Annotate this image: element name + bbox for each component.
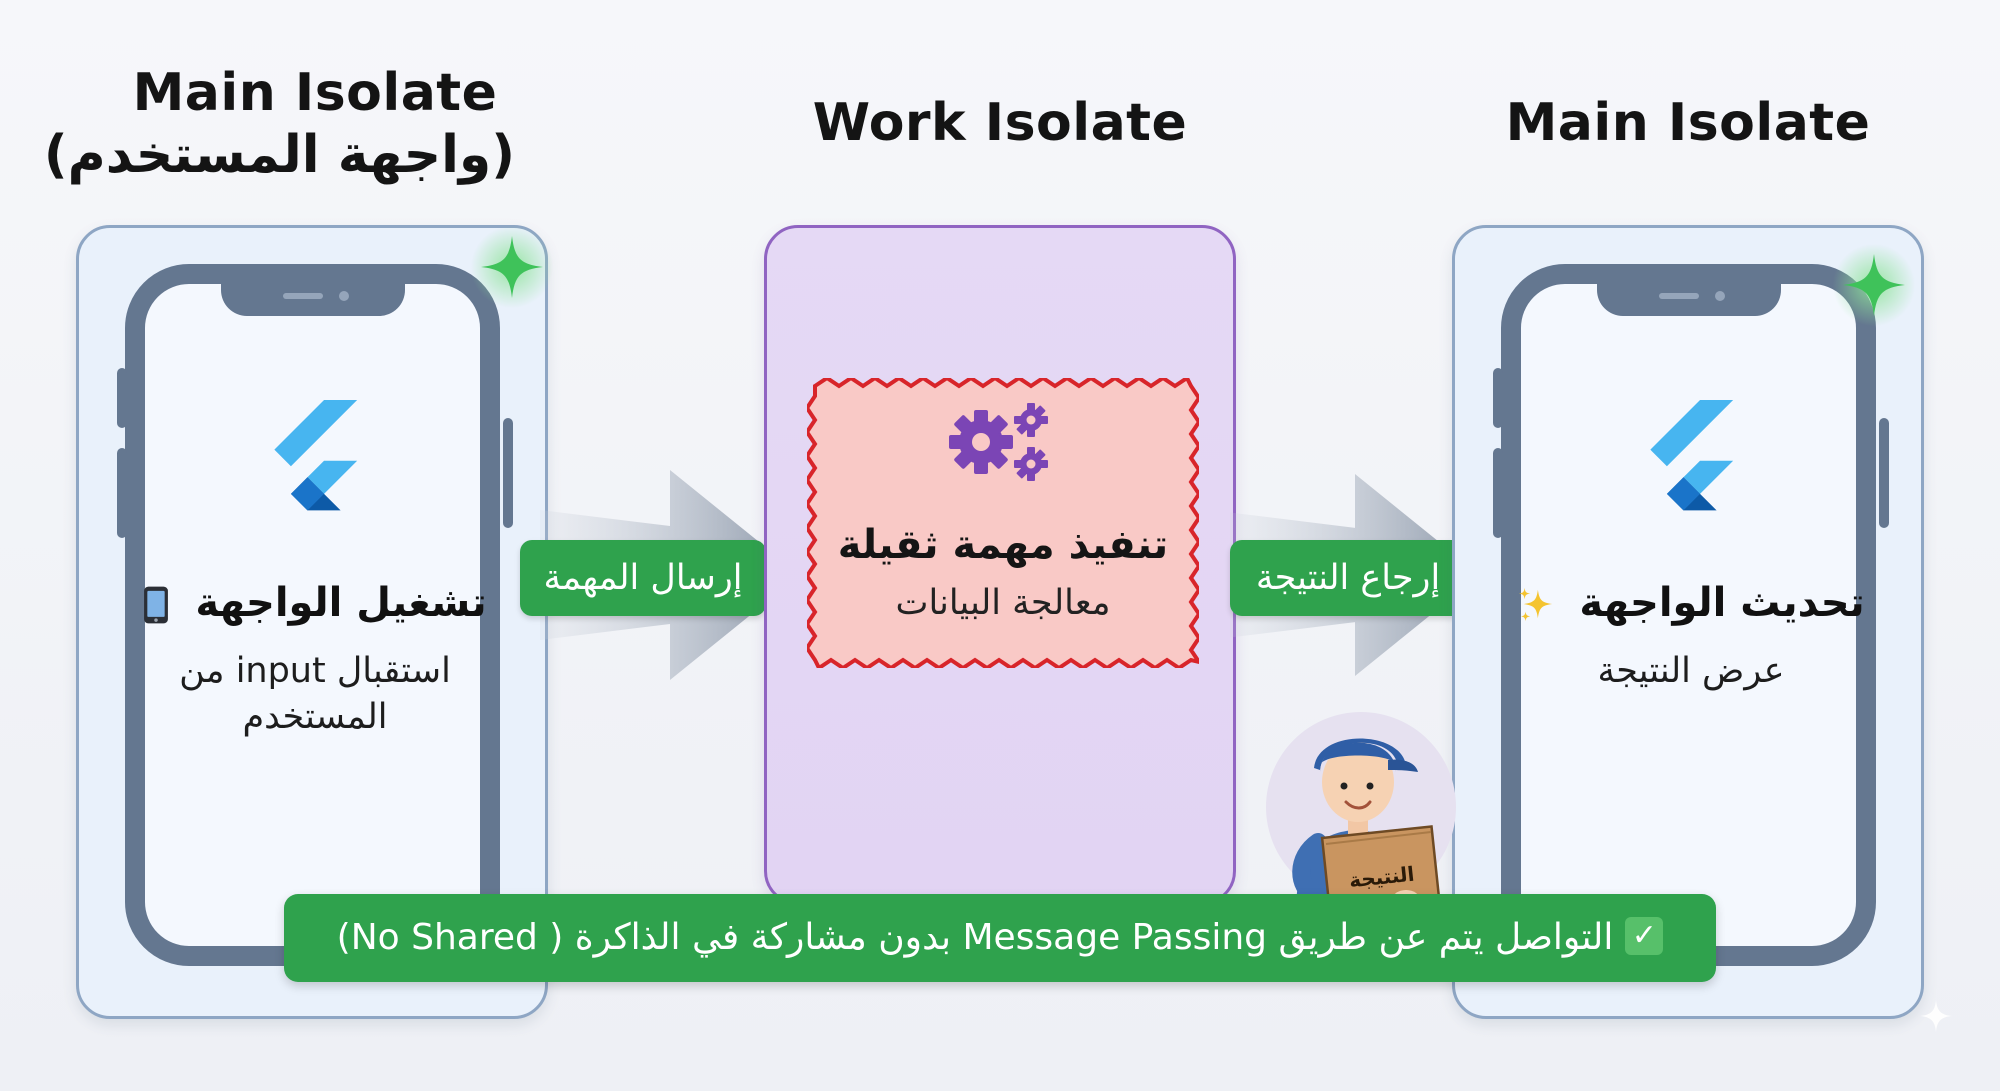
right-phone-title: تحديث الواجهة [1455, 578, 1927, 628]
phone-speaker [283, 293, 323, 299]
courier-delivery-illustration: النتيجة [1256, 682, 1456, 912]
right-phone-subtitle: عرض النتيجة [1539, 648, 1843, 694]
flutter-logo-icon [1633, 400, 1745, 538]
phone-camera [339, 291, 349, 301]
left-phone-title: تشغيل الواجهة [79, 578, 551, 628]
work-isolate-panel: تنفيذ مهمة ثقيلة معالجة البيانات [764, 225, 1236, 905]
work-task-title: تنفيذ مهمة ثقيلة [767, 520, 1239, 570]
phone-side-button [117, 448, 127, 538]
check-mark-icon: ✓ [1625, 917, 1663, 955]
sparkle-icon [469, 224, 555, 310]
phone-side-button [1493, 368, 1503, 428]
right-phone-title-text: تحديث الواجهة [1579, 580, 1864, 626]
phone-side-button [1879, 418, 1889, 528]
phone-side-button [117, 368, 127, 428]
left-title-line2: (واجهة المستخدم) [115, 124, 515, 186]
phone-notch [1597, 280, 1781, 316]
watermark-star-icon [1916, 996, 1956, 1036]
phone-speaker [1659, 293, 1699, 299]
phone-side-button [503, 418, 513, 528]
phone-notch [221, 280, 405, 316]
flutter-logo-icon [257, 400, 369, 538]
sparkle-icon [1831, 242, 1917, 328]
phone-camera [1715, 291, 1725, 301]
send-task-label: إرسال المهمة [520, 540, 766, 616]
sparkles-icon [1517, 586, 1555, 624]
center-column-title: Work Isolate [800, 92, 1200, 154]
right-column-title: Main Isolate [1488, 92, 1888, 154]
message-passing-banner: ✓ التواصل يتم عن طريق Message Passing بدو… [284, 894, 1716, 982]
left-phone-title-text: تشغيل الواجهة [195, 580, 486, 626]
mobile-phone-icon [143, 585, 169, 625]
work-task-subtitle: معالجة البيانات [767, 580, 1239, 626]
phone-side-button [1493, 448, 1503, 538]
left-title-line1: Main Isolate [115, 62, 515, 124]
left-column-title: Main Isolate (واجهة المستخدم) [115, 62, 515, 186]
return-result-label: إرجاع النتيجة [1230, 540, 1466, 616]
banner-text: التواصل يتم عن طريق Message Passing بدون… [337, 917, 1614, 958]
left-phone-subtitle: استقبال input من المستخدم [163, 648, 467, 740]
